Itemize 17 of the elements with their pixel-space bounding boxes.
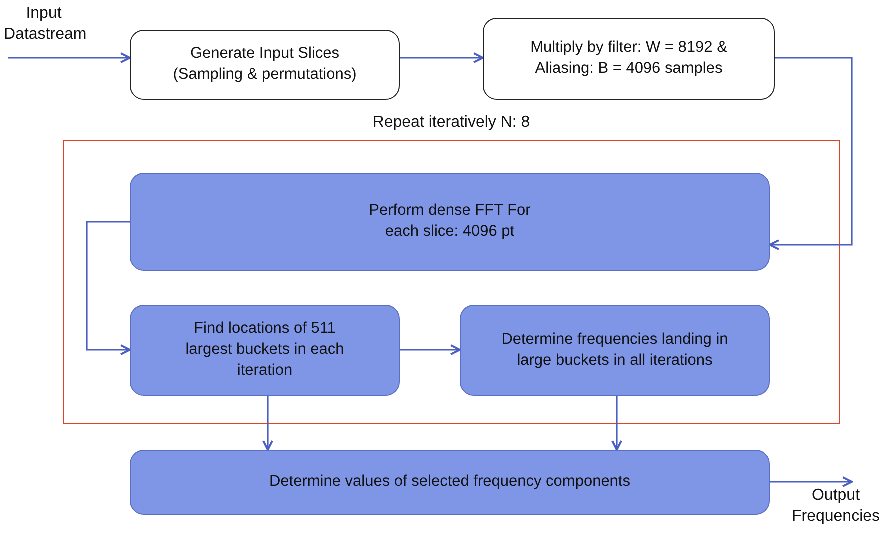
arrow (262, 396, 274, 451)
arrow (400, 52, 484, 64)
io-label: Input Datastream (4, 4, 84, 54)
process-box: Determine frequencies landing in large buckets in all iterations (460, 305, 770, 396)
arrow (86, 221, 131, 356)
process-box: Find locations of 511 largest buckets in each iteration (130, 305, 400, 396)
arrow (612, 396, 622, 451)
process-box: Determine values of selected frequency components (130, 450, 770, 515)
process-box: Generate Input Slices (Sampling & permutations) (130, 30, 400, 100)
process-box: Perform dense FFT For each slice: 4096 pt (130, 173, 770, 271)
loop-heading: Repeat iteratively N: 8 (372, 114, 532, 132)
process-box: Multiply by filter: W = 8192 & Aliasing: B = 4096 samples (483, 18, 775, 100)
io-label: Output Frequencies (786, 486, 886, 536)
arrow (400, 344, 461, 356)
arrow (770, 476, 853, 488)
arrow (769, 57, 853, 250)
arrow (8, 52, 131, 64)
